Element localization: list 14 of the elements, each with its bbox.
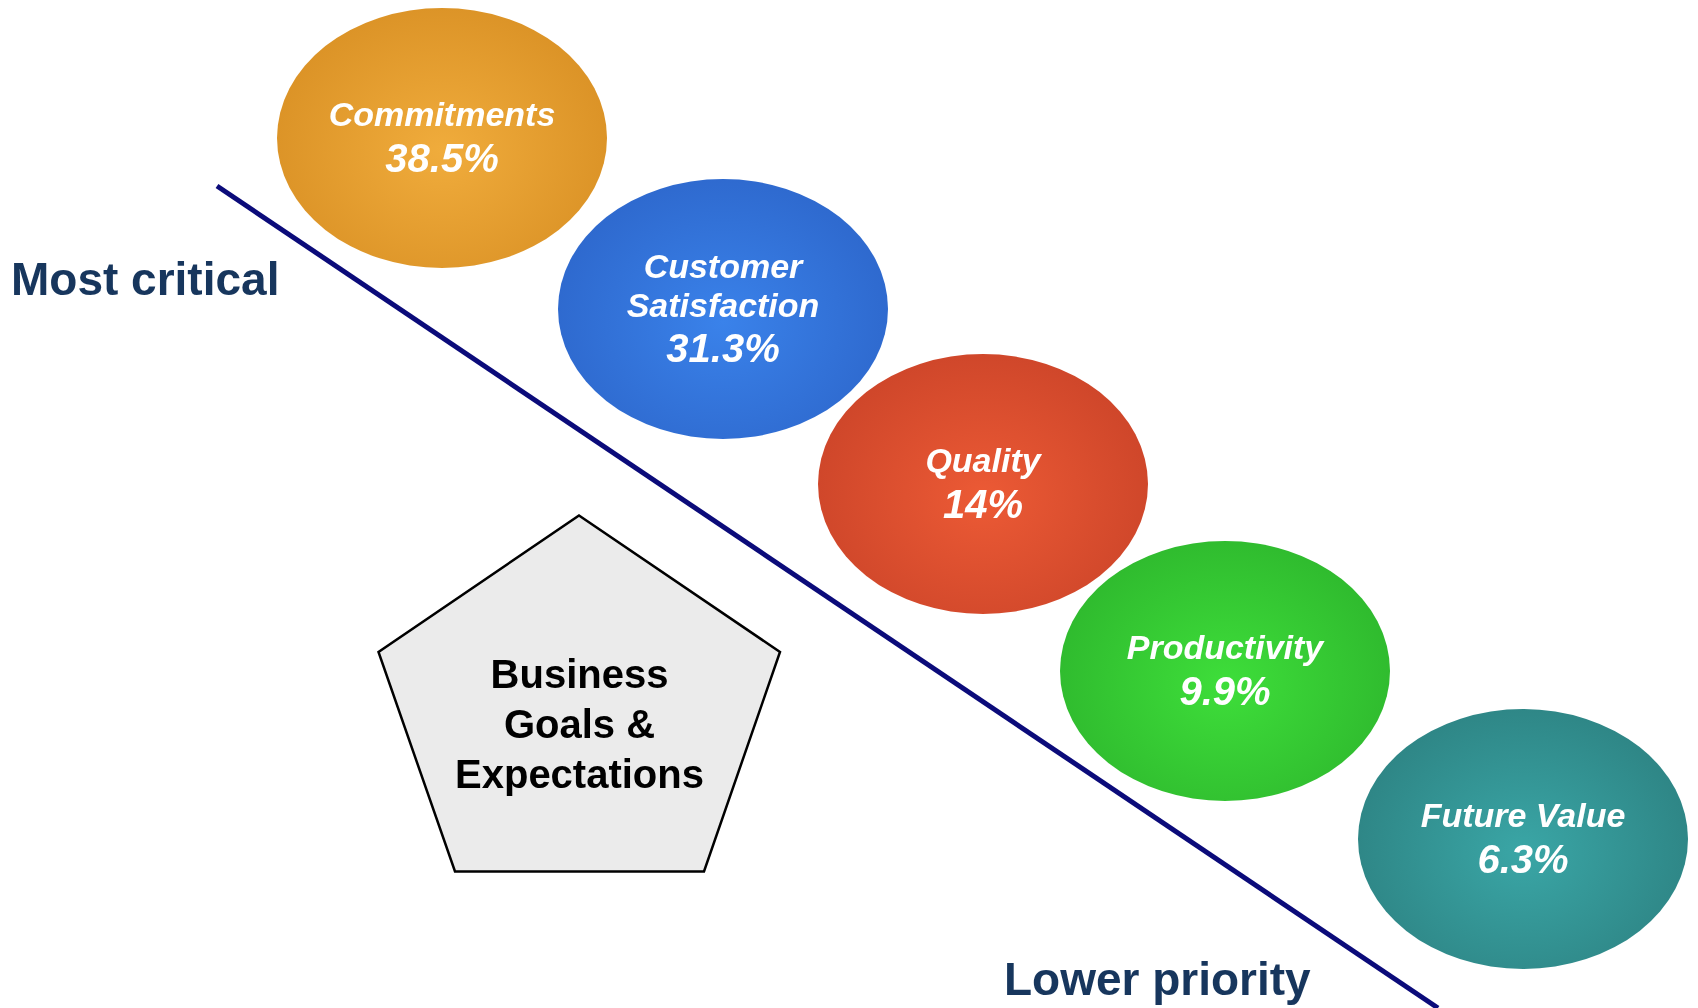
- node-label: Future Value: [1420, 796, 1626, 836]
- pentagon-node: [377, 514, 782, 873]
- node-label: Customer Satisfaction: [625, 246, 821, 326]
- percentage-value: 31.3%: [666, 325, 780, 372]
- percentage-value: 9.9%: [1179, 667, 1271, 714]
- node-label: Business Goals & Expectations: [454, 650, 705, 798]
- percentage-value: 38.5%: [385, 134, 499, 181]
- percentage-value: 6.3%: [1477, 835, 1569, 882]
- axis-label: Most critical: [11, 252, 280, 306]
- node-label: Commitments: [328, 95, 556, 135]
- axis-label: Lower priority: [1004, 952, 1311, 1006]
- node-label: Quality: [925, 441, 1041, 481]
- percentage-value: 14%: [942, 480, 1024, 527]
- node-label: Productivity: [1126, 628, 1324, 668]
